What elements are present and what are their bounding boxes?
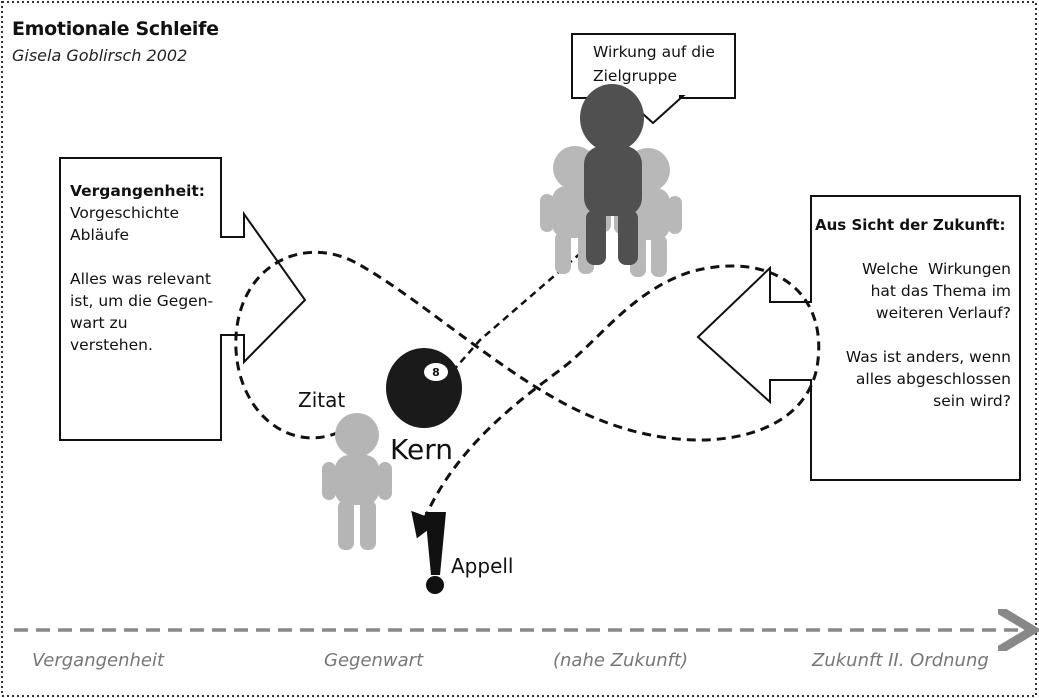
target-group-line: Wirkung auf die [593,43,715,61]
future-line [815,324,1011,346]
timeline-label-past: Vergangenheit [32,650,165,671]
past-line: verstehen. [70,336,153,354]
appeal-label: Appell [451,554,514,578]
future-line: sein wird? [933,392,1011,410]
future-line [815,236,1011,258]
diagram-title: Emotionale Schleife [12,18,219,40]
future-line: weiteren Verlauf? [875,304,1011,322]
diagram-subtitle: Gisela Goblirsch 2002 [12,46,188,65]
future-line: hat das Thema im [870,282,1011,300]
exclamation-icon [425,512,446,594]
past-heading: Vergangenheit: [70,182,206,200]
future-box-text: Aus Sicht der Zukunft: Welche Wirkungen … [815,214,1011,412]
past-box-text: Vergangenheit: Vorgeschichte Abläufe All… [70,180,230,356]
quote-label: Zitat [298,388,346,412]
target-group-icon [540,84,682,277]
quote-person-icon [322,413,392,550]
past-line: ist, um die Gegen- [70,292,214,310]
future-line: Was ist anders, wenn [845,348,1011,366]
timeline-label-second-order-future: Zukunft II. Ordnung [812,650,989,671]
core-ball-icon: 8 [386,348,462,428]
past-line [70,246,230,268]
future-line: Welche Wirkungen [861,260,1011,278]
past-arrow-box [59,157,307,441]
timeline-label-present: Gegenwart [324,650,424,671]
future-heading: Aus Sicht der Zukunft: [815,216,1006,234]
past-line: Vorgeschichte [70,204,180,222]
future-line: alles abgeschlossen [855,370,1011,388]
svg-text:8: 8 [432,366,440,379]
future-arrow-box [696,195,1021,481]
core-label: Kern [390,433,453,466]
past-line: wart zu [70,314,128,332]
past-line: Abläufe [70,226,130,244]
target-group-line: Zielgruppe [593,67,678,85]
emotional-loop-path [234,250,821,539]
target-group-text: Wirkung auf die Zielgruppe [593,40,743,88]
past-line: Alles was relevant [70,270,211,288]
timeline-label-near-future: (nahe Zukunft) [553,650,689,671]
